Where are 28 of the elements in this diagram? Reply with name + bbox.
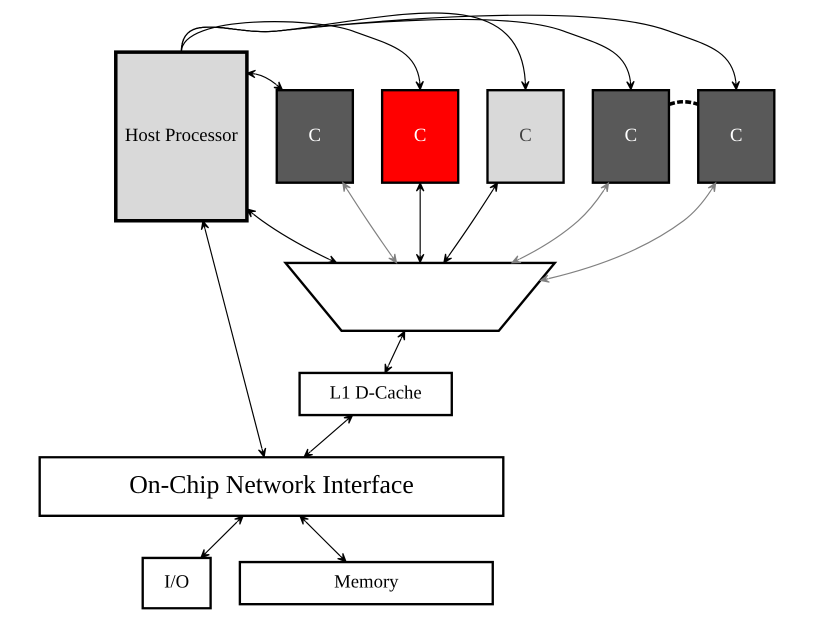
arrow [384, 330, 405, 374]
arrow [298, 515, 346, 562]
arrow [510, 182, 609, 264]
arrow [302, 414, 353, 458]
node-box: On-Chip Network Interface [38, 456, 504, 517]
node-box: C [380, 89, 459, 184]
node-box: C [696, 89, 775, 184]
node-box: C [591, 89, 670, 184]
connector [668, 100, 698, 106]
node-box: Memory [238, 560, 494, 606]
arrow [180, 14, 740, 90]
node-box: Host Processor [114, 50, 248, 222]
arrow [246, 208, 337, 264]
node-box: C [486, 89, 564, 184]
node-box: L1 D-Cache [298, 372, 452, 416]
arrow [540, 182, 716, 283]
node-box: I/O [141, 556, 212, 610]
arrow [180, 18, 634, 90]
arrow [200, 220, 266, 458]
node-trapezoid [282, 262, 557, 332]
arrow [246, 70, 283, 91]
arrow [415, 182, 424, 264]
arrow [180, 12, 530, 90]
arrow [442, 182, 498, 264]
node-box: C [275, 89, 354, 184]
arrow [200, 515, 244, 558]
arrow [342, 182, 397, 264]
arrow [180, 21, 424, 90]
